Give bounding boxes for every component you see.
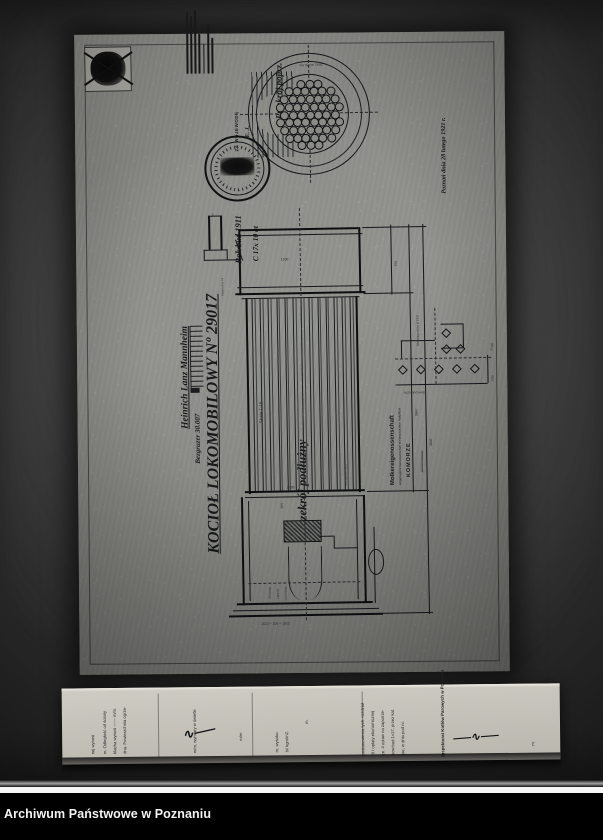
dim-base-width: 1522 + 100 + 1522 — [261, 621, 290, 626]
doc-signature: ⸺∿⸺ — [451, 729, 499, 746]
tube-hole — [326, 133, 336, 143]
dairy-stamp-line-3: eingetragene Genossenschaft mit beschrän… — [397, 407, 403, 486]
drawing-subtitle: Bezgruzer 30.007 — [193, 413, 202, 464]
doc-col1-line1: m. Odległość od ściany — [101, 710, 108, 755]
tube-sheet-plan-view: rury dymne 76/82 — [239, 44, 378, 183]
technical-drawing-sheet: E. J. ZA WOJEWODĘ Poznań dnia 28 lutego … — [74, 9, 510, 675]
rivet-hole — [397, 364, 408, 375]
archive-caption-bar: Archiwum Państwowe w Poznaniu — [0, 793, 603, 840]
dim-height-total: 3847 — [428, 438, 434, 446]
doc-col4-line4: bow.bud.1v17, przez kat. — [389, 708, 396, 756]
note-nozzle: 6 — [211, 212, 214, 217]
detail-pitch-1: 100 — [490, 375, 495, 381]
doc-col4-line2: III i opłaty ekonomicznej — [369, 710, 376, 756]
doc-col1-line2: blacha wynosi —— m/m. — [111, 707, 118, 755]
top-right-date-note: Poznań dnia 28 lutego 1921 r. — [439, 117, 448, 194]
tube-count-note: rury dymne 76/82 — [299, 62, 323, 68]
doc-col2-line2: m/m — [238, 732, 244, 741]
note-tube-spec: rury dymne 76/82 — [343, 463, 348, 486]
scale-bar-end-cap — [190, 387, 200, 393]
plate-bottom-white-band — [0, 787, 603, 793]
dairy-stamp-line-1: Molkereigenossenschaft — [389, 415, 397, 486]
detail-rivet-note: Dławnicy nitów φ 23,5 — [415, 314, 420, 347]
graphic-scale-bar — [189, 325, 204, 393]
note-wavy-grate: ruszt falisty — [283, 586, 288, 601]
rivet-hole — [415, 364, 426, 375]
rivet-hole — [441, 328, 452, 339]
dairy-stamp-signature: ⸺⸺ — [418, 451, 427, 473]
office-stamp-text: ZA WOJEWODĘ — [233, 111, 240, 152]
note-firebox: Ognisko — [275, 588, 280, 599]
form-divider-1 — [157, 693, 160, 758]
detail-pitch-2: 77,66 — [489, 342, 495, 351]
doc-col1-line4: nej wynosi — [90, 734, 96, 755]
doc-col3-line1: m, wysoko- — [274, 731, 280, 753]
note-grate-axis: Oś rusztu — [267, 586, 272, 599]
dairy-cooperative-stamp: Molkereigenossenschaft eingetragene Geno… — [389, 377, 427, 489]
rivet-hole — [441, 344, 452, 355]
fire-door — [283, 519, 322, 543]
support-bracket — [367, 548, 385, 576]
archive-caption-text: Archiwum Państwowe w Poznaniu — [4, 807, 212, 821]
doc-col4-line5: bie, w dniu pod nr. — [399, 721, 406, 756]
doc-col3-unit: m. — [303, 719, 310, 725]
doc-inspectorate-stamp: Inspektorat Kotłów Parowych w Poznaniu — [439, 669, 446, 757]
plate-bottom-highlight — [0, 780, 603, 787]
revenue-stamp-cancelled — [83, 46, 134, 93]
form-divider-2 — [251, 692, 254, 757]
doc-col4-line1: postanowienia tych. rozdział — [359, 703, 366, 756]
doc-signature-flourish: ∿⸺ — [181, 720, 217, 743]
rivet-hole — [469, 363, 480, 374]
doc-col1-line3: dna. Powierzchnia ogrze- — [121, 706, 128, 754]
dim-shell-height: 700 — [393, 260, 398, 267]
drawing-title: KOCIOŁ LOKOMOBILOWY Nº 29017 — [203, 293, 223, 554]
dim-tube-length: 2230 — [286, 485, 295, 490]
doc-col4-line3: ze. 4 ustaw na zapotrze- — [379, 709, 386, 756]
printed-form-document: m. Odległość od ściany blacha wynosi —— … — [61, 670, 561, 774]
note-plate-thickness: blacha dna 14 — [220, 277, 225, 296]
dim-firebox-width: 900 — [280, 502, 285, 509]
rivet-hole — [451, 364, 462, 374]
dairy-stamp-line-2: KOMORZE — [405, 442, 413, 478]
dim-top-width: 1200 — [280, 257, 289, 262]
doc-col3-line2: ść kgm/m2. — [284, 730, 290, 753]
doc-col6-unit: m. — [530, 740, 536, 746]
dim-height-alt: 3647 — [414, 408, 419, 417]
